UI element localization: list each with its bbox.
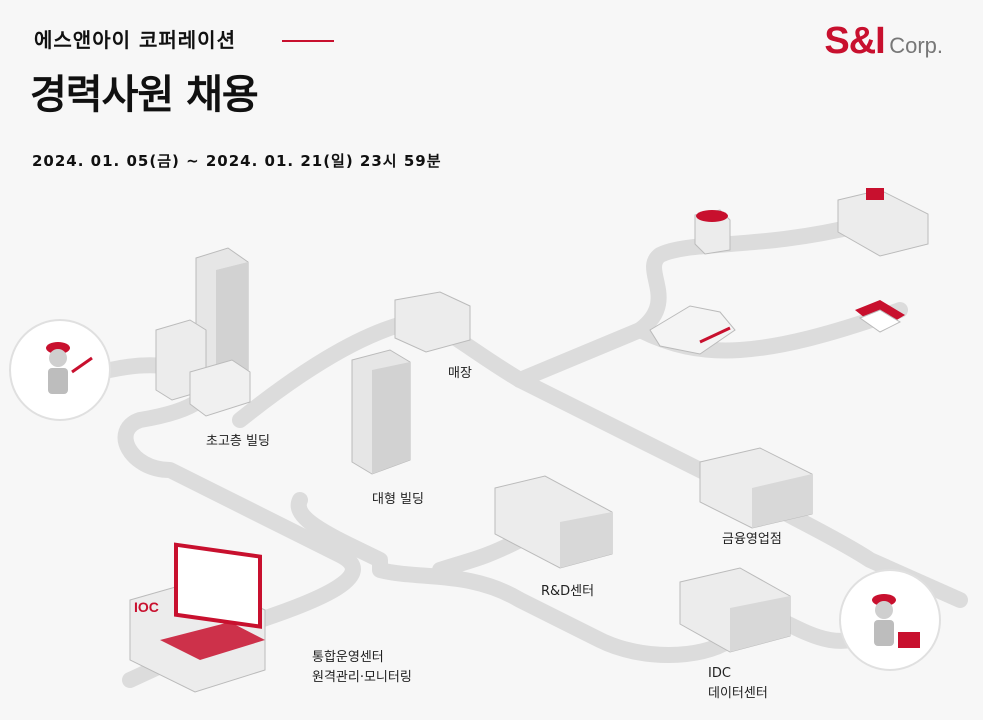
ioc-building: IOC — [129, 542, 266, 693]
engineer-right — [839, 569, 941, 671]
mailbox-building — [694, 209, 731, 255]
large-office-building — [351, 349, 411, 475]
company-name: 에스앤아이 코퍼레이션 — [34, 28, 236, 52]
company-underline — [282, 40, 334, 42]
telephone-icon — [855, 300, 905, 333]
svg-text:IOC: IOC — [134, 599, 159, 615]
city-illustration: IOC — [9, 188, 968, 693]
label-skyscraper: 초고층 빌딩 — [206, 434, 270, 449]
logo-corp: Corp. — [889, 33, 943, 58]
idc-building — [679, 567, 791, 653]
label-finance-branch: 금융영업점 — [722, 532, 782, 547]
rnd-center-building — [494, 475, 613, 569]
application-period: 2024. 01. 05(금) ~ 2024. 01. 21(일) 23시 59… — [32, 152, 442, 170]
road-network — [102, 217, 968, 688]
page-title: 경력사원 채용 — [30, 72, 259, 118]
skyscraper-building — [155, 247, 251, 417]
service-car — [649, 305, 736, 355]
store-building — [394, 291, 471, 353]
label-large-building: 대형 빌딩 — [372, 492, 424, 507]
finance-branch-building — [699, 447, 813, 529]
label-idc-title: IDC — [708, 666, 731, 681]
company-logo: S&I Corp. — [824, 20, 943, 63]
label-ioc-subtitle: 원격관리·모니터링 — [312, 670, 412, 685]
label-rnd-center: R&D센터 — [541, 584, 595, 599]
logo-main: S&I — [824, 20, 885, 62]
engineer-left — [9, 319, 111, 421]
label-store: 매장 — [448, 366, 472, 381]
label-idc-subtitle: 데이터센터 — [708, 686, 768, 701]
label-ioc-title: 통합운영센터 — [312, 650, 384, 665]
headquarters-building — [837, 188, 929, 257]
